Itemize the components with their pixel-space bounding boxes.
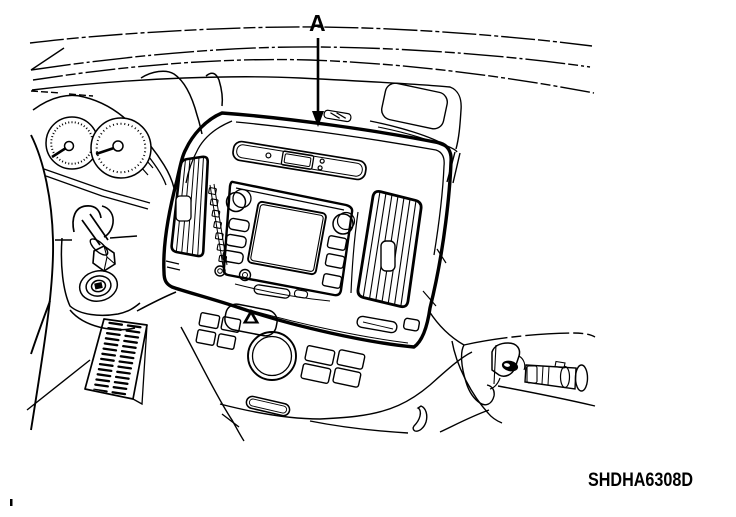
svg-text:SHDHA6308D: SHDHA6308D — [588, 469, 693, 491]
svg-text:A: A — [309, 10, 326, 36]
